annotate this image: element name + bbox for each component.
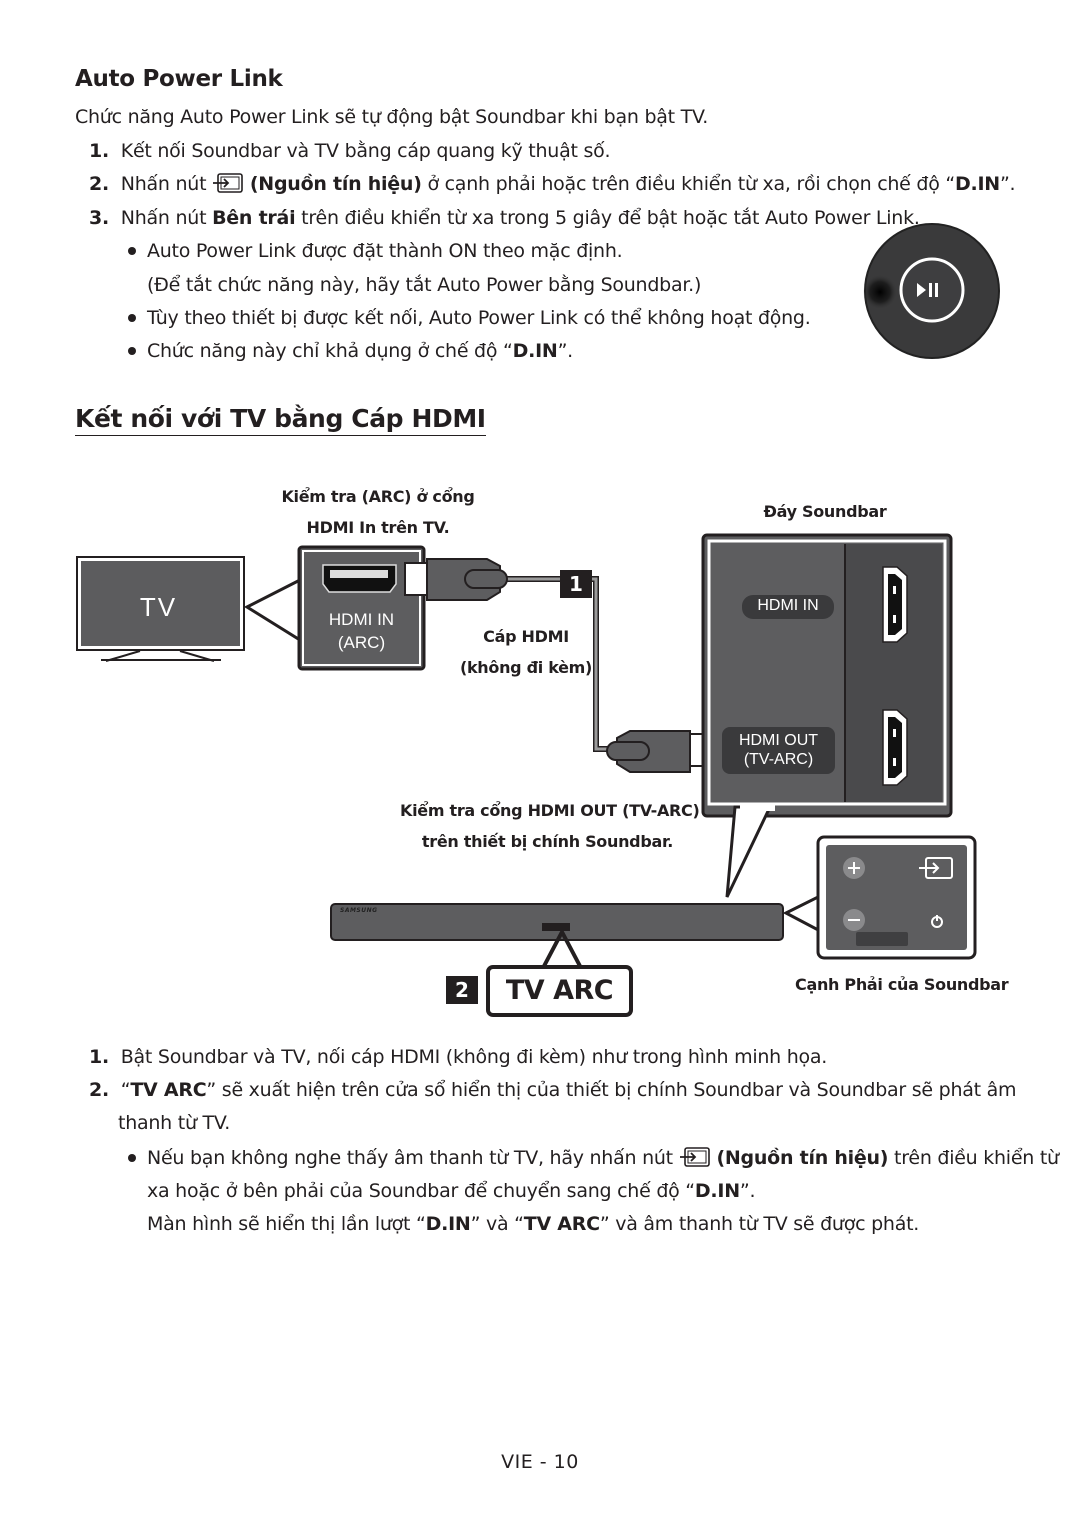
mode-din: D.IN <box>954 173 1000 195</box>
bullet-text-end: ”. <box>557 340 574 362</box>
page-number: VIE - 10 <box>501 1451 579 1473</box>
tv-screen-label: TV <box>139 592 178 622</box>
marker-2: 2 <box>455 978 469 1002</box>
step-number: 2. <box>89 1079 109 1101</box>
note-line3: Màn hình sẽ hiển thị lần lượt “D.IN” và … <box>147 1212 919 1236</box>
hdmi-out-port-label: HDMI OUT (TV-ARC) <box>722 731 835 769</box>
section-title-auto-power-link: Auto Power Link <box>75 66 283 92</box>
check-soundbar-label: Kiểm tra cổng HDMI OUT (TV-ARC) trên thi… <box>400 795 700 857</box>
hdmi-cable-label: Cáp HDMI (không đi kèm) <box>446 621 606 683</box>
tv-arc-text: TV ARC <box>130 1079 207 1101</box>
hdmi-out-line2: (TV-ARC) <box>743 751 814 768</box>
step-2: 2. Nhấn nút (Nguồn tín hiệu) ở cạnh phải… <box>89 172 1016 196</box>
cable-line1: Cáp HDMI <box>483 627 569 646</box>
bullet-dot <box>128 314 136 322</box>
remote-button-illustration <box>862 222 1002 364</box>
bullet-default-on-note: (Để tắt chức năng này, hãy tắt Auto Powe… <box>147 274 702 296</box>
note-text: Màn hình sẽ hiển thị lần lượt “ <box>147 1213 426 1235</box>
step2-2-cont: thanh từ TV. <box>118 1112 230 1134</box>
step2-1: 1. Bật Soundbar và TV, nối cáp HDMI (khô… <box>89 1045 827 1069</box>
hdmi-connection-diagram <box>0 440 1080 1034</box>
hdmi-out-line1: HDMI OUT <box>738 732 819 749</box>
source-button-label: (Nguồn tín hiệu) <box>249 173 422 195</box>
check-sb-line1: Kiểm tra cổng HDMI OUT (TV-ARC) <box>400 801 700 820</box>
soundbar-bottom-label: Đáy Soundbar <box>763 502 887 521</box>
step-number: 3. <box>89 207 109 229</box>
check-tv-line1: Kiểm tra (ARC) ở cổng <box>281 487 475 506</box>
step-text-pre: Nhấn nút <box>120 207 207 229</box>
section-title-hdmi: Kết nối với TV bằng Cáp HDMI <box>75 404 486 436</box>
note-line1: Nếu bạn không nghe thấy âm thanh từ TV, … <box>147 1146 1059 1170</box>
marker-1: 1 <box>569 572 583 596</box>
step-text-post: trên điều khiển từ xa trong 5 giây để bậ… <box>301 207 920 229</box>
step2-2: 2. “TV ARC” sẽ xuất hiện trên cửa sổ hiể… <box>89 1078 1017 1102</box>
step-text: ” sẽ xuất hiện trên cửa sổ hiển thị của … <box>206 1079 1017 1101</box>
source-icon <box>679 1147 711 1167</box>
mode-din: D.IN <box>512 340 558 362</box>
tv-arc-display: TV ARC <box>505 975 614 1006</box>
step-1: 1. Kết nối Soundbar và TV bằng cáp quang… <box>89 139 611 163</box>
step-text-post: ở cạnh phải hoặc trên điều khiển từ xa, … <box>427 173 955 195</box>
soundbar-right-side-label: Cạnh Phải của Soundbar <box>795 975 1009 994</box>
step-text: Kết nối Soundbar và TV bằng cáp quang kỹ… <box>120 140 611 162</box>
bullet-dot <box>128 347 136 355</box>
quote-open: “ <box>120 1079 131 1101</box>
bullet-text: Chức năng này chỉ khả dụng ở chế độ “ <box>147 340 513 362</box>
hdmi-in-port-label: HDMI IN <box>757 597 819 614</box>
source-button-label: (Nguồn tín hiệu) <box>716 1147 889 1169</box>
tv-port-label: HDMI IN (ARC) <box>303 608 420 654</box>
tv-port-label-line2: (ARC) <box>337 633 386 652</box>
note-text-pre: Nếu bạn không nghe thấy âm thanh từ TV, … <box>147 1147 673 1169</box>
step-text: Bật Soundbar và TV, nối cáp HDMI (không … <box>120 1046 828 1068</box>
step-number: 2. <box>89 173 109 195</box>
note-text-post: trên điều khiển từ <box>894 1147 1059 1169</box>
step-number: 1. <box>89 1046 109 1068</box>
check-sb-line2: trên thiết bị chính Soundbar. <box>421 832 674 851</box>
bullet-dot <box>128 1154 136 1162</box>
step-text-pre: Nhấn nút <box>120 173 207 195</box>
left-button-label: Bên trái <box>212 207 296 229</box>
intro-text: Chức năng Auto Power Link sẽ tự động bật… <box>75 106 709 128</box>
note-text: ” và “ <box>470 1213 524 1235</box>
note-text-end: ” và âm thanh từ TV sẽ được phát. <box>599 1213 920 1235</box>
bullet-din-only: Chức năng này chỉ khả dụng ở chế độ “D.I… <box>147 339 573 363</box>
note-text: xa hoặc ở bên phải của Soundbar để chuyể… <box>147 1180 695 1202</box>
step-number: 1. <box>89 140 109 162</box>
soundbar-brand-logo: SAMSUNG <box>340 907 378 914</box>
step-text-end: ”. <box>999 173 1016 195</box>
cable-line2: (không đi kèm) <box>459 658 593 677</box>
bullet-dot <box>128 247 136 255</box>
mode-din: D.IN <box>425 1213 471 1235</box>
bullet-device-dependent: Tùy theo thiết bị được kết nối, Auto Pow… <box>147 307 811 329</box>
note-text-end: ”. <box>739 1180 756 1202</box>
bullet-default-on: Auto Power Link được đặt thành ON theo m… <box>147 240 623 262</box>
source-icon <box>212 173 244 193</box>
step-3: 3. Nhấn nút Bên trái trên điều khiển từ … <box>89 206 920 230</box>
note-line2: xa hoặc ở bên phải của Soundbar để chuyể… <box>147 1179 756 1203</box>
check-tv-line2: HDMI In trên TV. <box>306 518 450 537</box>
tv-arc-text: TV ARC <box>523 1213 600 1235</box>
check-tv-arc-label: Kiểm tra (ARC) ở cổng HDMI In trên TV. <box>278 481 478 543</box>
tv-port-label-line1: HDMI IN <box>328 610 395 629</box>
mode-din: D.IN <box>694 1180 740 1202</box>
